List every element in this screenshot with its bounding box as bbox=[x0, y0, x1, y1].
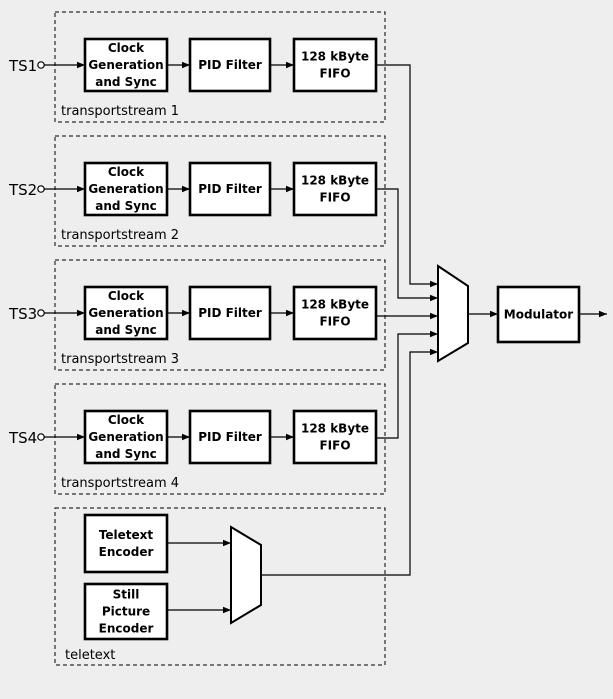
stream-4-pid-filter-block-label: PID Filter bbox=[198, 430, 262, 444]
transportstream-2-group bbox=[54, 135, 386, 247]
transportstream-1-group-label: transportstream 1 bbox=[61, 104, 179, 119]
transportstream-3-group bbox=[54, 259, 386, 371]
transportstream-4-group-label: transportstream 4 bbox=[61, 476, 179, 491]
stream-1-clock-sync-block bbox=[83, 37, 169, 93]
teletext-group bbox=[54, 507, 386, 666]
modulator-block-label: Modulator bbox=[504, 308, 574, 322]
teletext-to-main-mux-wire bbox=[261, 348, 438, 576]
ts4-input-port bbox=[37, 433, 45, 441]
stream-3-pid-filter-block-label: PID Filter bbox=[198, 306, 262, 320]
ts1-input-port bbox=[37, 61, 45, 69]
teletext-group-label: teletext bbox=[65, 648, 115, 663]
transportstream-3-group-label: transportstream 3 bbox=[61, 352, 179, 367]
stream-1-fifo-block bbox=[292, 37, 378, 93]
stream-2-pid-filter-block-label: PID Filter bbox=[198, 182, 262, 196]
transportstream-4-group bbox=[54, 383, 386, 495]
ts3-input-label: TS3 bbox=[8, 305, 37, 323]
stream-4-fifo-block bbox=[292, 409, 378, 465]
stream-2-clock-sync-block bbox=[83, 161, 169, 217]
stream-2-fifo-block bbox=[292, 161, 378, 217]
stream-1-pid-filter-block bbox=[188, 37, 272, 93]
teletext-multiplexer bbox=[230, 525, 262, 625]
transportstream-2-group-label: transportstream 2 bbox=[61, 228, 179, 243]
stream-4-pid-filter-block bbox=[188, 409, 272, 465]
modulator-block bbox=[496, 285, 581, 344]
ts3-input-port bbox=[37, 309, 45, 317]
still-picture-encoder-block bbox=[83, 582, 169, 641]
ts2-input-port bbox=[37, 185, 45, 193]
fifo-4-to-mux-wire bbox=[376, 330, 438, 439]
stream-1-pid-filter-block-label: PID Filter bbox=[198, 58, 262, 72]
teletext-encoder-block bbox=[83, 513, 169, 574]
ts1-input-label: TS1 bbox=[8, 57, 37, 75]
transportstream-1-group bbox=[54, 11, 386, 123]
main-multiplexer bbox=[437, 264, 469, 363]
stream-2-pid-filter-block bbox=[188, 161, 272, 217]
ts4-input-label: TS4 bbox=[8, 429, 37, 447]
fifo-2-to-mux-wire bbox=[376, 188, 438, 302]
fifo-1-to-mux-wire bbox=[376, 64, 438, 288]
stream-3-fifo-block bbox=[292, 285, 378, 341]
ts2-input-label: TS2 bbox=[8, 181, 37, 199]
stream-3-clock-sync-block bbox=[83, 285, 169, 341]
stream-4-clock-sync-block bbox=[83, 409, 169, 465]
stream-3-pid-filter-block bbox=[188, 285, 272, 341]
